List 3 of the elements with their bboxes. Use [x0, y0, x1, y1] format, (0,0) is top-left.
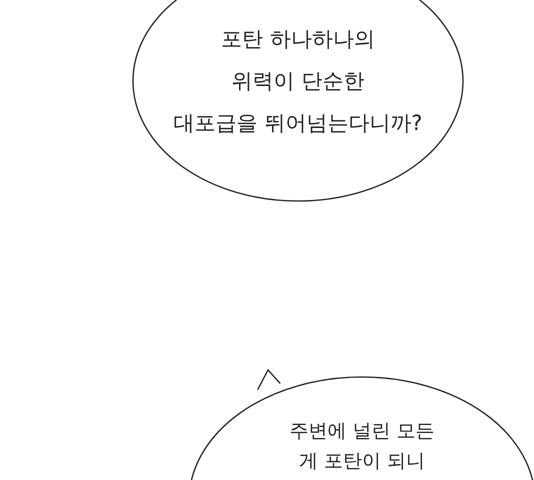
- speech-bubble: [132, 0, 464, 202]
- speech-text: 주변에 널린 모든 게 포탄이 되니: [288, 419, 436, 474]
- speech-text: 포탄 하나하나의 위력이 단순한 대포급을 뛰어넘는다니까?: [172, 26, 424, 137]
